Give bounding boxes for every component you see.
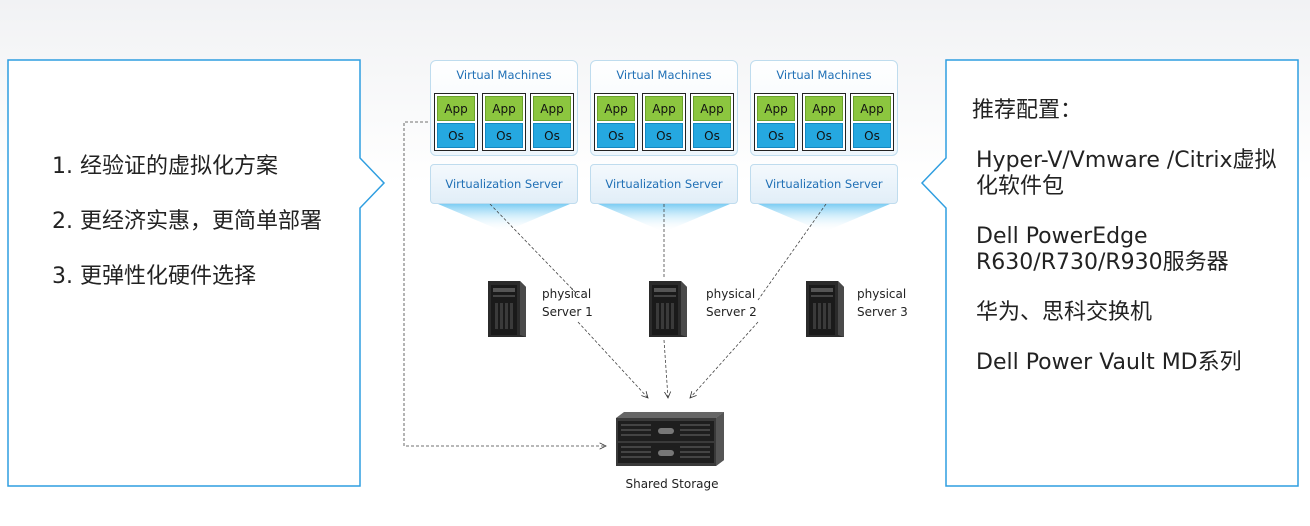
server-label-line: physical (706, 287, 756, 301)
app-block: App (757, 96, 795, 121)
os-block: Os (693, 123, 731, 148)
server-label-line: Server 1 (542, 305, 593, 319)
app-block: App (533, 96, 571, 121)
os-block: Os (805, 123, 843, 148)
right-callout-panel (920, 59, 1299, 487)
physical-server-3-label: physical Server 3 (857, 285, 908, 321)
vm-group-title: Virtual Machines (776, 68, 872, 82)
server-tower-icon (649, 281, 687, 337)
feature-item: 1. 经验证的虚拟化方案 (52, 154, 278, 179)
app-block: App (437, 96, 475, 121)
feature-item: 3. 更弹性化硬件选择 (52, 264, 256, 289)
shared-storage-label: Shared Storage (625, 477, 719, 491)
feature-item: 2. 更经济实惠，更简单部署 (52, 209, 322, 234)
virtualization-server-2: Virtualization Server (590, 164, 738, 204)
server-label-line: Server 2 (706, 305, 757, 319)
recommended-config: 推荐配置： Hyper-V/Vmware /Citrix虚拟化软件包 Dell … (972, 96, 1292, 400)
server-tower-icon (806, 281, 844, 337)
physical-server-2-label: physical Server 2 (706, 285, 757, 321)
arrow-vm-storage (403, 121, 606, 446)
recommended-config-title: 推荐配置： (972, 98, 1083, 123)
funnel-2 (598, 204, 730, 232)
arrow-server3-storage (690, 321, 759, 398)
vm-group-title: Virtual Machines (616, 68, 712, 82)
os-block: Os (533, 123, 571, 148)
vm-group-title: Virtual Machines (456, 68, 552, 82)
app-block: App (805, 96, 843, 121)
os-block: Os (437, 123, 475, 148)
os-block: Os (485, 123, 523, 148)
os-block: Os (757, 123, 795, 148)
os-block: Os (597, 123, 635, 148)
left-callout-panel (7, 59, 386, 487)
config-item: Hyper-V/Vmware /Citrix虚拟化软件包 (976, 148, 1277, 199)
server-label-line: physical (542, 287, 592, 301)
os-block: Os (645, 123, 683, 148)
app-block: App (597, 96, 635, 121)
virtualization-server-1: Virtualization Server (430, 164, 578, 204)
app-block: App (853, 96, 891, 121)
virtualization-server-3: Virtualization Server (750, 164, 898, 204)
storage-array-icon (616, 412, 724, 466)
config-item: 华为、思科交换机 (976, 300, 1153, 325)
funnel-3 (758, 204, 890, 232)
arrow-server1-storage (577, 321, 648, 398)
app-block: App (645, 96, 683, 121)
app-block: App (485, 96, 523, 121)
funnel-1 (438, 204, 570, 232)
server-label-line: Server 3 (857, 305, 908, 319)
server-tower-icon (488, 281, 526, 337)
app-block: App (693, 96, 731, 121)
os-block: Os (853, 123, 891, 148)
server-label-line: physical (857, 287, 907, 301)
connector-vs1-server1 (489, 203, 579, 296)
config-item: Dell Power Vault MD系列 (976, 350, 1242, 375)
config-item: Dell PowerEdge R630/R730/R930服务器 (976, 224, 1229, 275)
physical-server-1-label: physical Server 1 (542, 285, 593, 321)
arrow-server2-storage (663, 339, 668, 398)
left-feature-list: 1. 经验证的虚拟化方案 2. 更经济实惠，更简单部署 3. 更弹性化硬件选择 (52, 152, 322, 317)
